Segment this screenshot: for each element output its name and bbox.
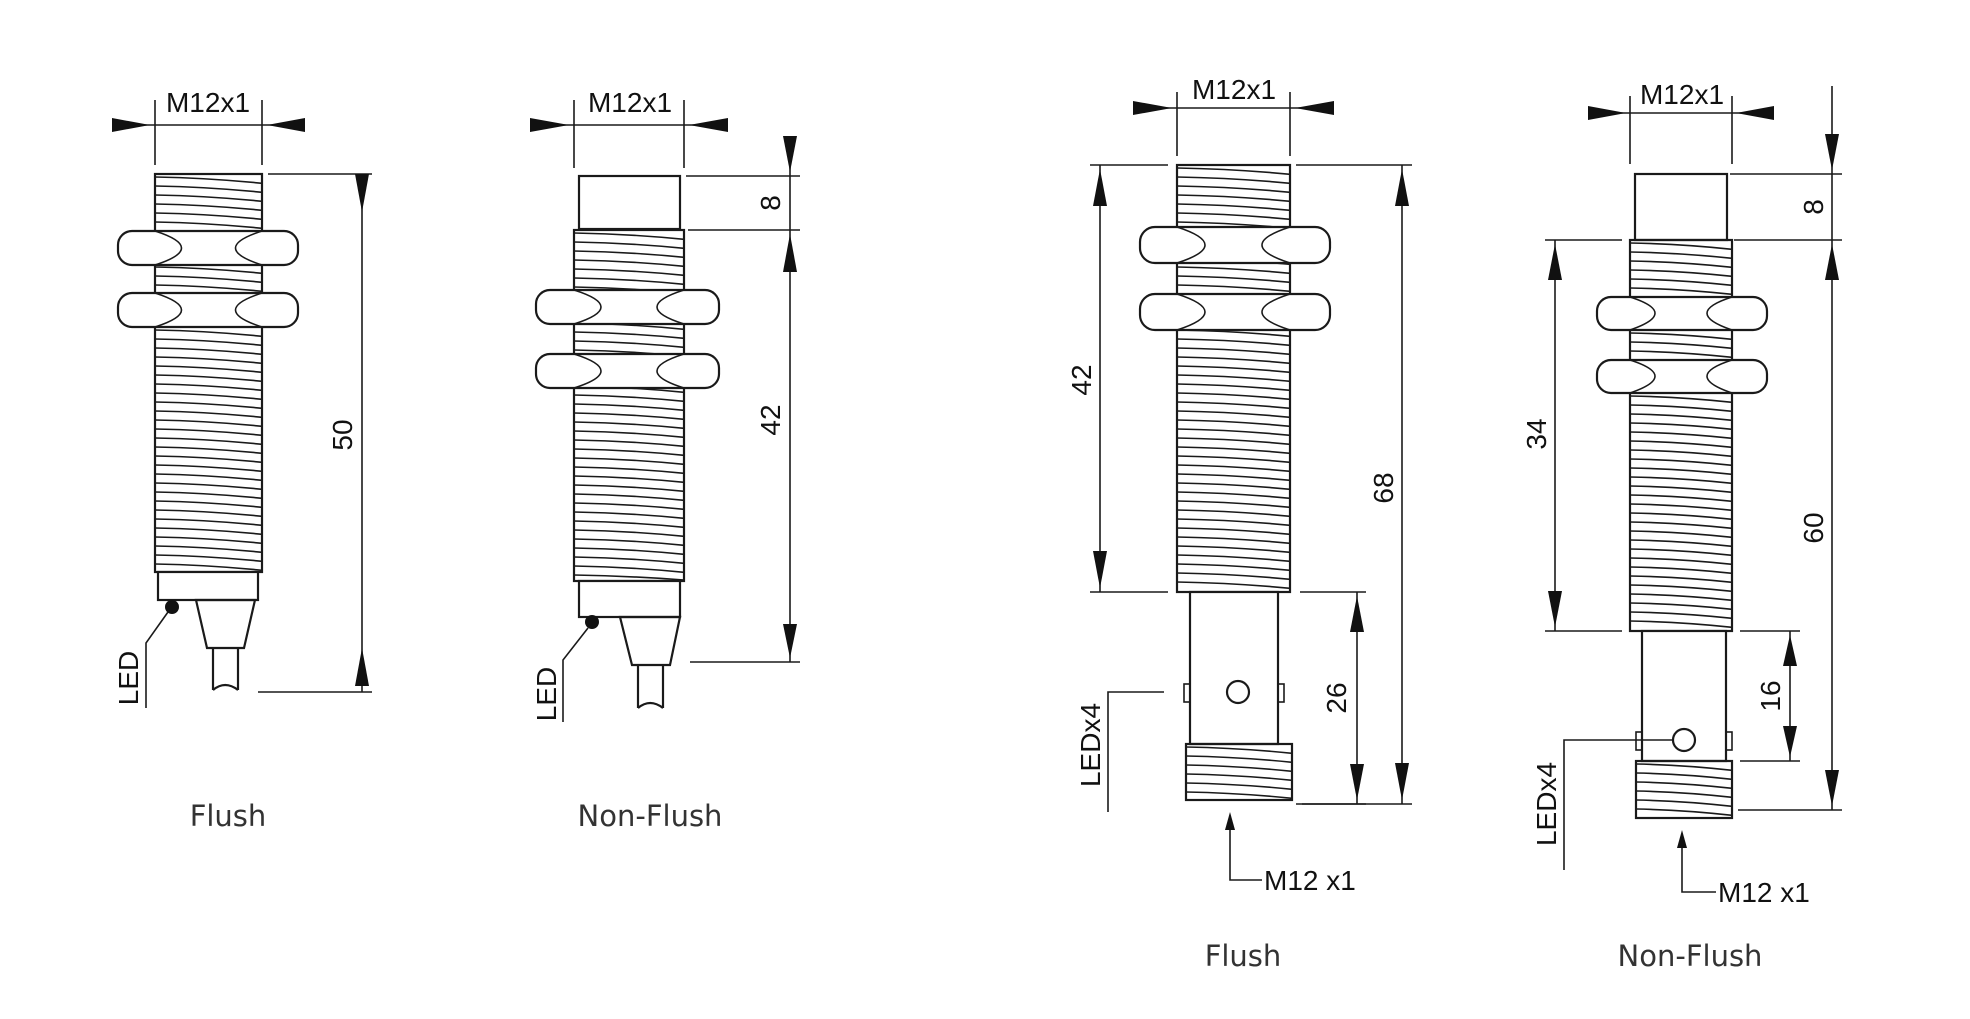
- thread-label: M12x1: [166, 87, 250, 118]
- width-extension: [1133, 92, 1334, 156]
- nut-lower-edge: [573, 353, 685, 389]
- nut-upper: [534, 288, 721, 326]
- cap-extension: [1730, 173, 1842, 241]
- plug-leader: [1229, 820, 1262, 881]
- nut-lower-edge: [154, 292, 263, 328]
- plug-label: M12 x1: [1718, 877, 1810, 908]
- caption-nonflush-connector: Non-Flush: [1618, 939, 1763, 973]
- total-length-label: 68: [1368, 472, 1399, 503]
- nut-lower: [1138, 292, 1332, 332]
- thread-hatching: [573, 232, 685, 581]
- led-leader: [145, 611, 169, 708]
- nut-upper-edge: [573, 289, 685, 325]
- led-tab-right: [1725, 731, 1733, 751]
- connector-length-label: 16: [1755, 680, 1786, 711]
- thread-label: M12x1: [1192, 74, 1276, 105]
- nut-upper: [116, 229, 300, 267]
- sensor-end-cap: [577, 579, 682, 619]
- led-indicator-icon: [585, 615, 599, 629]
- nut-upper-edge: [1176, 226, 1291, 264]
- nut-lower-edge: [1629, 359, 1733, 394]
- nut-upper: [1138, 225, 1332, 265]
- caption-nonflush-cable: Non-Flush: [578, 799, 723, 833]
- led-indicator-icon: [165, 600, 179, 614]
- height-extension: [686, 136, 800, 663]
- led-tab-right: [1277, 683, 1285, 703]
- height-extension: [258, 173, 372, 693]
- caption-flush-cable: Flush: [190, 799, 267, 833]
- led-window-icon: [1671, 727, 1697, 753]
- led-leader: [1563, 739, 1672, 870]
- plug-label: M12 x1: [1264, 865, 1356, 896]
- thread-length-label: 42: [755, 404, 786, 435]
- cable-gland: [194, 598, 257, 650]
- plug-leader: [1681, 838, 1716, 893]
- plug-thread-outline: [1184, 742, 1294, 802]
- sensor-flush-connector: M12 x1 M12x1 42 68 26 LEDx4: [1066, 74, 1412, 896]
- thread-length-label: 42: [1066, 364, 1097, 395]
- thread-label: M12x1: [1640, 79, 1724, 110]
- thread-length-extension: [1090, 164, 1168, 593]
- led-tab-left: [1183, 683, 1191, 703]
- caption-flush-connector: Flush: [1205, 939, 1282, 973]
- connector-housing: [1188, 590, 1280, 746]
- cable: [636, 665, 665, 709]
- thread-length-label: 34: [1521, 418, 1552, 449]
- connector-length-label: 26: [1321, 682, 1352, 713]
- thread-label: M12x1: [588, 87, 672, 118]
- sensor-flush-cable: M12x1 50 LED: [112, 87, 372, 708]
- total-length-label: 60: [1798, 512, 1829, 543]
- sensor-cap: [1633, 172, 1729, 242]
- led-label: LED: [531, 667, 562, 721]
- sensor-cap: [577, 174, 682, 231]
- width-extension: [1588, 96, 1774, 164]
- nut-upper: [1595, 295, 1769, 332]
- nut-lower: [116, 291, 300, 329]
- led-label: LEDx4: [1075, 703, 1106, 787]
- led-leader: [562, 627, 589, 722]
- plug-thread: [1635, 763, 1733, 817]
- cable: [211, 648, 240, 691]
- thread-body: [573, 232, 685, 581]
- width-extension: [530, 100, 728, 168]
- sensor-nonflush-cable: M12x1 8 42 LED: [530, 87, 800, 722]
- thread-hatching: [1635, 763, 1733, 817]
- led-window-icon: [1225, 679, 1251, 705]
- plug-thread: [1185, 746, 1293, 800]
- nut-lower: [534, 352, 721, 390]
- nut-upper-edge: [154, 230, 263, 266]
- cable-gland: [618, 615, 682, 667]
- sensor-nonflush-connector: M12 x1 M12x1 34 8 60 16 LEDx4: [1521, 79, 1842, 908]
- led-tab-left: [1635, 731, 1643, 751]
- cap-label: 8: [755, 195, 786, 211]
- thread-hatching: [1185, 746, 1293, 800]
- nut-lower: [1595, 358, 1769, 395]
- sensor-end-cap: [156, 570, 260, 602]
- led-label: LED: [113, 651, 144, 705]
- led-leader: [1107, 691, 1164, 812]
- thread-length-extension: [1545, 239, 1622, 632]
- length-label: 50: [327, 419, 358, 450]
- total-length-extension: [1738, 86, 1842, 811]
- cap-label: 8: [1798, 199, 1829, 215]
- nut-upper-edge: [1629, 296, 1733, 331]
- width-extension: [112, 100, 305, 165]
- led-label: LEDx4: [1531, 762, 1562, 846]
- plug-thread-outline: [1634, 759, 1734, 820]
- nut-lower-edge: [1176, 293, 1291, 331]
